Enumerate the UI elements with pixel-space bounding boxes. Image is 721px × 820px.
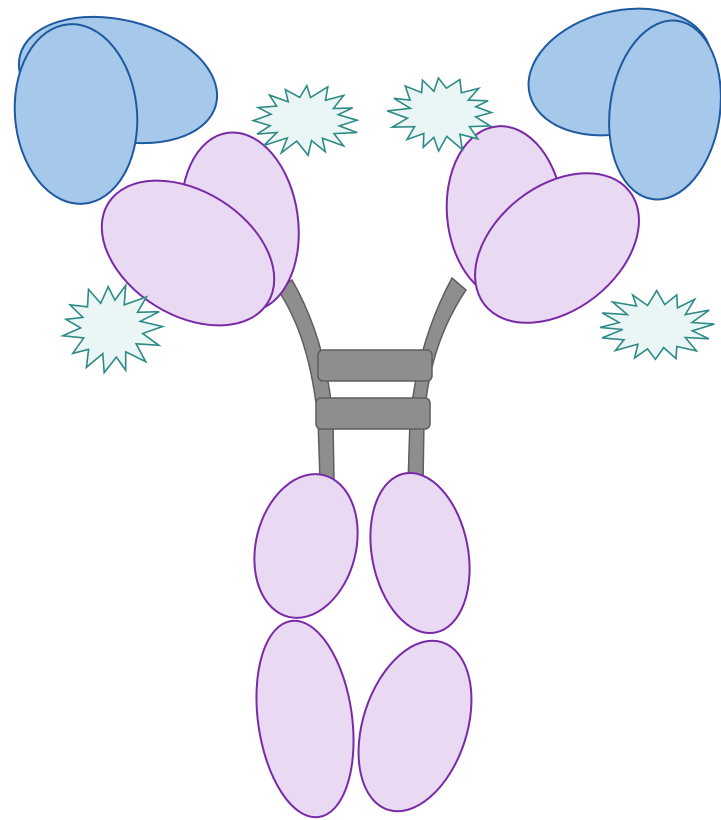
fc-domain-lower-left	[245, 614, 366, 820]
payload-burst-4	[600, 291, 714, 360]
fc-domain-upper-right	[357, 464, 482, 641]
fc-domain-upper-left	[240, 463, 372, 629]
payload-burst-1	[253, 86, 357, 156]
disulfide-bridge-upper	[318, 350, 432, 381]
disulfide-bridge-lower	[316, 398, 430, 429]
fc-domain-lower-right	[338, 626, 491, 820]
